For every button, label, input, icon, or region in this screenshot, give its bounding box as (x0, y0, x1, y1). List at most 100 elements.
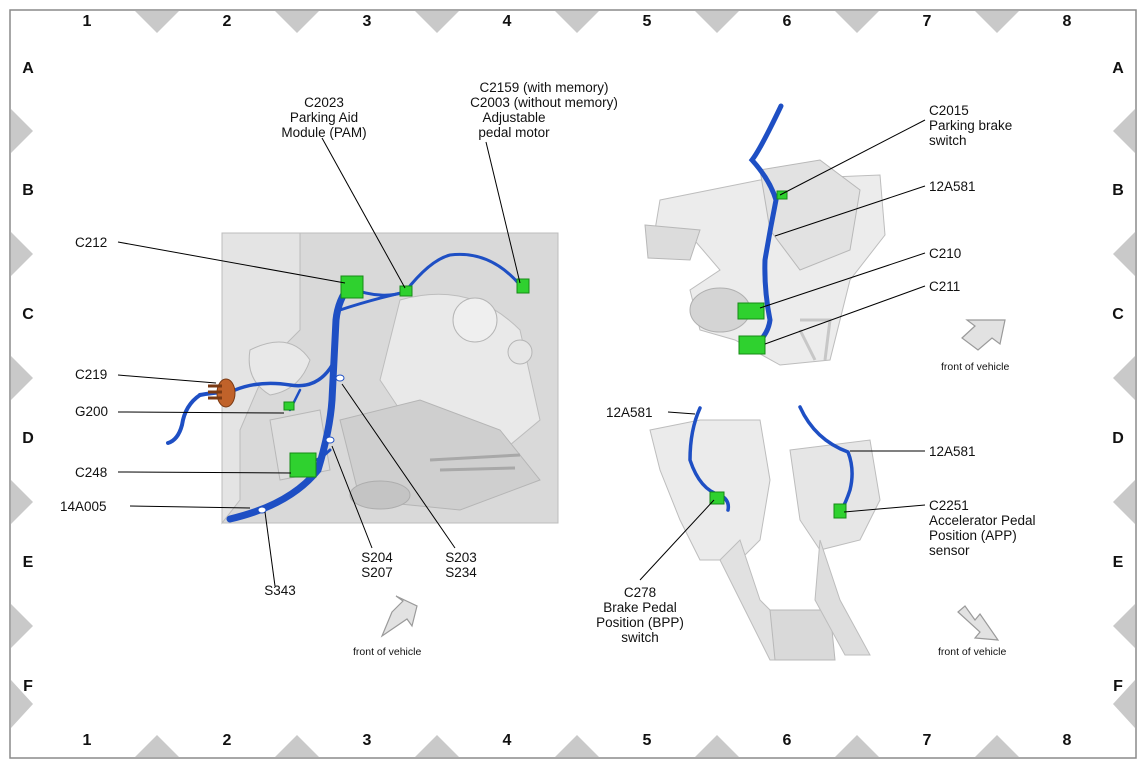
grid-column-label: 5 (642, 13, 652, 30)
grid-row-label: D (1112, 430, 1124, 447)
parking-brake-connectors (737, 190, 788, 355)
label-c210: C210 (929, 246, 962, 261)
label-c2023-parking-aid-module: C2023 Parking Aid Module (PAM) (281, 95, 367, 140)
grid-column-label: 5 (642, 732, 652, 749)
connector-icon (737, 302, 765, 320)
grid-marker-triangle (275, 11, 319, 33)
pedal-harness (688, 405, 854, 514)
parking-brake-harness (748, 103, 784, 348)
grid-column-label: 7 (922, 13, 932, 30)
direction-arrow-icon (380, 319, 1006, 641)
connector-icon (289, 452, 317, 478)
label-c248: C248 (75, 465, 108, 480)
label-s203-s234: S203 S234 (445, 550, 477, 580)
grid-marker-triangles-left (11, 109, 33, 728)
splice-icon (325, 436, 335, 444)
label-s343: S343 (264, 583, 296, 598)
connector-icon (208, 384, 222, 400)
left-wiring-harness (166, 252, 522, 523)
grid-column-label: 4 (502, 732, 512, 749)
grid-row-label: F (23, 678, 33, 695)
grid-marker-triangle (555, 11, 599, 33)
grid-marker-triangle (975, 11, 1019, 33)
connector-icon (833, 503, 847, 519)
grid-row-label: A (1112, 60, 1124, 77)
front-of-vehicle-note: front of vehicle (353, 646, 422, 658)
left-body-panel-illustration (221, 232, 559, 525)
grid-row-label: C (22, 306, 34, 323)
grid-marker-triangle (135, 735, 179, 757)
grid-marker-triangle (11, 680, 33, 728)
grid-row-label: E (1112, 554, 1124, 571)
grid-column-label: 6 (782, 732, 792, 749)
grid-row-label: A (22, 60, 34, 77)
grid-row-label: D (22, 430, 34, 447)
grid-row-label: F (1113, 678, 1123, 695)
grid-marker-triangle (135, 11, 179, 33)
grid-column-label: 7 (922, 732, 932, 749)
label-harness-12a581-accelerator: 12A581 (929, 444, 976, 459)
ground-icon (283, 401, 295, 411)
connector-icon (340, 275, 364, 299)
grid-marker-triangles-bottom (135, 735, 1019, 757)
connector-icon (516, 278, 530, 294)
grid-marker-triangle (415, 735, 459, 757)
grid-marker-triangles-right (1113, 109, 1135, 728)
grid-marker-triangle (11, 109, 33, 153)
parking-brake-illustration (644, 159, 886, 366)
grid-column-label: 8 (1062, 13, 1072, 30)
front-of-vehicle-note: front of vehicle (938, 646, 1007, 658)
splice-icon (335, 374, 345, 382)
left-connectors (208, 275, 530, 514)
grid-column-label: 6 (782, 13, 792, 30)
grid-column-label: 4 (502, 13, 512, 30)
grid-marker-triangle (555, 735, 599, 757)
label-c212: C212 (75, 235, 108, 250)
label-c2251-app-sensor: C2251 Accelerator Pedal Position (APP) s… (929, 498, 1036, 558)
label-c2015-parking-brake-switch: C2015 Parking brake switch (929, 103, 1013, 148)
grid-row-label: B (22, 182, 34, 199)
grid-marker-triangle (695, 11, 739, 33)
grid-marker-triangles-top (135, 11, 1019, 33)
connector-icon (399, 285, 413, 297)
grid-row-label: C (1112, 306, 1124, 323)
label-harness-12a581-parking-brake: 12A581 (929, 179, 976, 194)
grid-marker-triangle (835, 11, 879, 33)
grid-marker-triangle (1113, 109, 1135, 153)
leader-lines (117, 119, 926, 587)
label-g200: G200 (75, 404, 109, 419)
connector-icon (738, 335, 766, 355)
grid-marker-triangle (11, 480, 33, 524)
grid-column-label: 3 (362, 13, 372, 30)
grid-marker-triangle (835, 735, 879, 757)
grid-marker-triangle (11, 356, 33, 400)
grid-marker-triangle (275, 735, 319, 757)
grid-marker-triangle (1113, 604, 1135, 648)
label-s204-s207: S204 S207 (361, 550, 393, 580)
grid-marker-triangle (695, 735, 739, 757)
grid-column-label: 1 (82, 732, 92, 749)
grid-marker-triangle (11, 232, 33, 276)
grid-marker-triangle (1113, 232, 1135, 276)
label-c278-bpp-switch: C278 Brake Pedal Position (BPP) switch (596, 585, 684, 645)
frame-border (9, 9, 1137, 759)
grid-marker-triangle (415, 11, 459, 33)
label-c219: C219 (75, 367, 108, 382)
grid-marker-triangle (975, 735, 1019, 757)
grid-column-label: 1 (82, 13, 92, 30)
splice-icon (257, 506, 267, 514)
grid-row-label: B (1112, 182, 1124, 199)
front-of-vehicle-note: front of vehicle (941, 361, 1010, 373)
connector-icon (776, 190, 788, 200)
grid-marker-triangle (1113, 480, 1135, 524)
grid-marker-triangle (1113, 680, 1135, 728)
label-c211: C211 (929, 279, 961, 294)
label-harness-12a581-brake-pedal: 12A581 (606, 405, 653, 420)
grid-column-label: 8 (1062, 732, 1072, 749)
label-harness-14a005: 14A005 (60, 499, 107, 514)
grid-marker-triangle (1113, 356, 1135, 400)
grid-column-label: 3 (362, 732, 372, 749)
grid-marker-triangle (11, 604, 33, 648)
